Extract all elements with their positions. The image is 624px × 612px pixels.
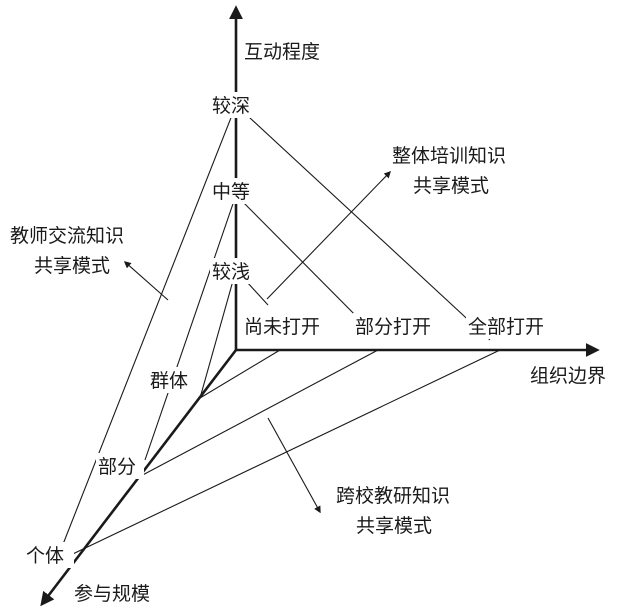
mode-cross-school-line1: 跨校教研知识 [336, 485, 450, 507]
plane-line-partial-boundary-scale [136, 349, 379, 479]
plane-line-full-individual [55, 349, 501, 563]
tick-fully-open: 全部打开 [468, 316, 544, 338]
tick-group: 群体 [150, 370, 188, 392]
mode-cross-school-line2: 共享模式 [356, 515, 432, 537]
tick-shallow: 较浅 [212, 261, 250, 283]
pointer-cross-school [267, 417, 321, 514]
plane-line-deep-individual [55, 104, 237, 563]
plane-line-deep-full [235, 104, 491, 341]
vertical-axis-label: 互动程度 [244, 41, 320, 63]
tick-partly-open: 部分打开 [355, 316, 431, 338]
mode-teacher-exchange-line1: 教师交流知识 [10, 225, 124, 247]
plane-line-closed-group [199, 349, 281, 399]
tick-deep: 较深 [212, 95, 250, 117]
pointer-teacher-exchange [123, 261, 169, 301]
plane-line-shallow-group [199, 269, 237, 399]
diagonal-axis-label: 参与规模 [74, 583, 150, 605]
mode-whole-training-line1: 整体培训知识 [392, 145, 506, 167]
mode-teacher-exchange-line2: 共享模式 [34, 255, 110, 277]
tick-individual: 个体 [26, 545, 64, 567]
tick-not-open: 尚未打开 [244, 316, 320, 338]
tick-medium: 中等 [212, 181, 250, 203]
plane-line-medium-partial-scale [144, 194, 237, 461]
horizontal-axis-label: 组织边界 [530, 365, 606, 387]
tick-partial: 部分 [98, 456, 136, 478]
pointer-whole-training [266, 170, 391, 300]
mode-whole-training-line2: 共享模式 [413, 175, 489, 197]
